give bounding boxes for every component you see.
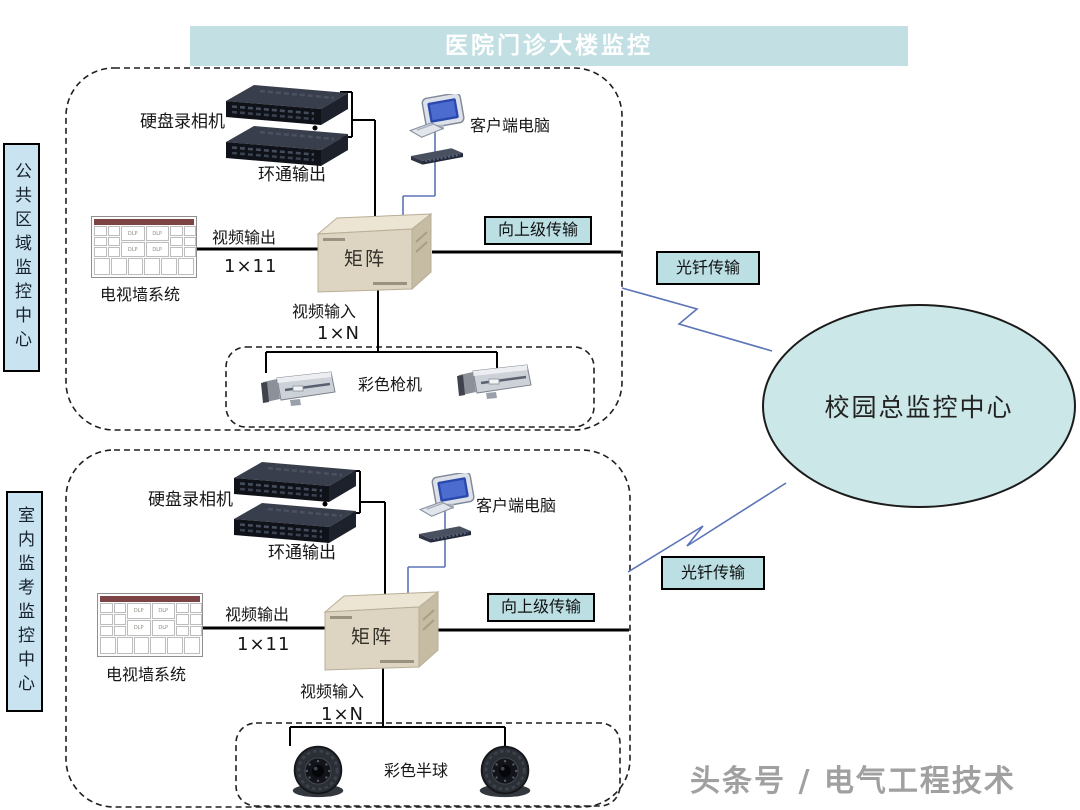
desktop-computer-icon	[418, 473, 480, 523]
tvwall-header-bar	[94, 219, 194, 225]
cameras-label-bottom: 彩色半球	[384, 761, 449, 780]
video-in-branch-bottom	[289, 666, 506, 746]
watermark: 头条号 / 电气工程技术	[690, 764, 1016, 799]
loop-out-label-bottom: 环通输出	[268, 543, 336, 563]
video-out-channels-bottom: 1×11	[237, 634, 291, 655]
tvwall-cell	[170, 226, 183, 236]
tv-wall-icon: DLP DLP DLP DLP	[97, 593, 203, 657]
tvwall-cell	[100, 637, 116, 654]
video-out-label-top: 视频输出	[212, 228, 277, 247]
tvwall-dlp-cell: DLP	[145, 226, 169, 241]
camera-group-bottom-border	[235, 722, 621, 807]
fiber-lightning-bottom	[627, 482, 787, 573]
fiber-lightning-top	[621, 287, 773, 352]
tvwall-header-bar	[100, 596, 200, 602]
tvwall-cell	[100, 603, 113, 614]
campus-hub-ellipse: 校园总监控中心	[762, 304, 1076, 508]
matrix-label-bottom: 矩阵	[350, 626, 393, 648]
dvr-label-bottom: 硬盘录相机	[148, 490, 233, 510]
tvwall-cell	[161, 258, 178, 275]
tvwall-dlp-cell: DLP	[151, 603, 175, 619]
tvwall-cell	[107, 236, 120, 247]
tvwall-cell	[127, 258, 144, 275]
tvwall-dlp-cell: DLP	[151, 620, 175, 636]
video-in-label-bottom: 视频输入	[300, 682, 365, 701]
left-panel-public-area: 公共区域监控中心	[3, 143, 40, 372]
network-switch-icon	[410, 145, 464, 167]
tvwall-cell	[107, 247, 120, 257]
dvr-label-top: 硬盘录相机	[140, 112, 225, 132]
tvwall-dlp-cell: DLP	[127, 620, 151, 636]
matrix-label-top: 矩阵	[343, 248, 386, 270]
video-in-channels-bottom: 1×N	[321, 704, 364, 725]
tvwall-cell	[100, 614, 113, 625]
tvwall-dlp-cell: DLP	[145, 242, 169, 257]
tvwall-cell	[183, 226, 196, 236]
tvwall-cell	[176, 614, 189, 625]
video-in-channels-top: 1×N	[317, 323, 360, 344]
tvwall-cell	[113, 614, 126, 625]
tvwall-cell	[170, 236, 183, 247]
tvwall-cell	[107, 226, 120, 236]
tvwall-cell	[176, 603, 189, 614]
tvwall-cell	[110, 258, 127, 275]
box-camera-icon	[456, 362, 534, 404]
tvwall-cell	[178, 258, 194, 275]
tvwall-cell	[150, 637, 167, 654]
dome-camera-icon	[290, 743, 346, 799]
fiber-tag-bottom: 光钎传输	[661, 556, 765, 590]
tvwall-cell	[113, 603, 126, 614]
tvwall-cell	[183, 247, 196, 257]
tv-wall-icon: DLP DLP DLP DLP	[91, 216, 197, 278]
tvwall-cell	[113, 625, 126, 636]
campus-hub-label: 校园总监控中心	[824, 393, 1014, 422]
tvwall-dlp-cell: DLP	[121, 226, 145, 241]
desktop-computer-icon	[408, 94, 470, 144]
video-in-label-top: 视频输入	[292, 302, 357, 321]
tvwall-cell	[100, 625, 113, 636]
tvwall-cell	[170, 247, 183, 257]
tvwall-cell	[94, 236, 107, 247]
tvwall-dlp-cell: DLP	[127, 603, 151, 619]
fiber-tag-top: 光钎传输	[656, 251, 760, 285]
tvwall-cell	[189, 614, 202, 625]
tvwall-cell	[183, 236, 196, 247]
video-out-label-bottom: 视频输出	[225, 605, 290, 624]
uplink-tag-top: 向上级传输	[484, 216, 592, 245]
diagram-title: 医院门诊大楼监控	[190, 26, 908, 66]
section-bottom-border	[65, 449, 631, 808]
section-top-border	[65, 67, 623, 431]
camera-group-top-border	[225, 346, 595, 428]
client-pc-label-bottom: 客户端电脑	[476, 496, 557, 515]
network-switch-icon	[418, 523, 472, 545]
tvwall-label-bottom: 电视墙系统	[106, 665, 187, 684]
cameras-label-top: 彩色枪机	[358, 375, 423, 394]
video-out-channels-top: 1×11	[224, 256, 278, 277]
tvwall-cell	[189, 625, 202, 636]
tvwall-cell	[184, 637, 200, 654]
tvwall-dlp-cell: DLP	[121, 242, 145, 257]
tvwall-cell	[144, 258, 161, 275]
video-in-branch-top	[265, 290, 498, 375]
tvwall-cell	[94, 247, 107, 257]
loop-out-label-top: 环通输出	[258, 165, 326, 185]
tvwall-cell	[176, 625, 189, 636]
tvwall-label-top: 电视墙系统	[100, 285, 181, 304]
box-camera-icon	[260, 369, 338, 411]
tvwall-cell	[94, 258, 110, 275]
uplink-tag-bottom: 向上级传输	[487, 593, 595, 622]
tvwall-cell	[116, 637, 133, 654]
client-pc-label-top: 客户端电脑	[470, 116, 551, 135]
tvwall-cell	[167, 637, 184, 654]
dome-camera-icon	[477, 743, 533, 799]
tvwall-cell	[94, 226, 107, 236]
tvwall-cell	[133, 637, 150, 654]
left-panel-indoor-exam: 室内监考监控中心	[6, 491, 43, 712]
tvwall-cell	[189, 603, 202, 614]
